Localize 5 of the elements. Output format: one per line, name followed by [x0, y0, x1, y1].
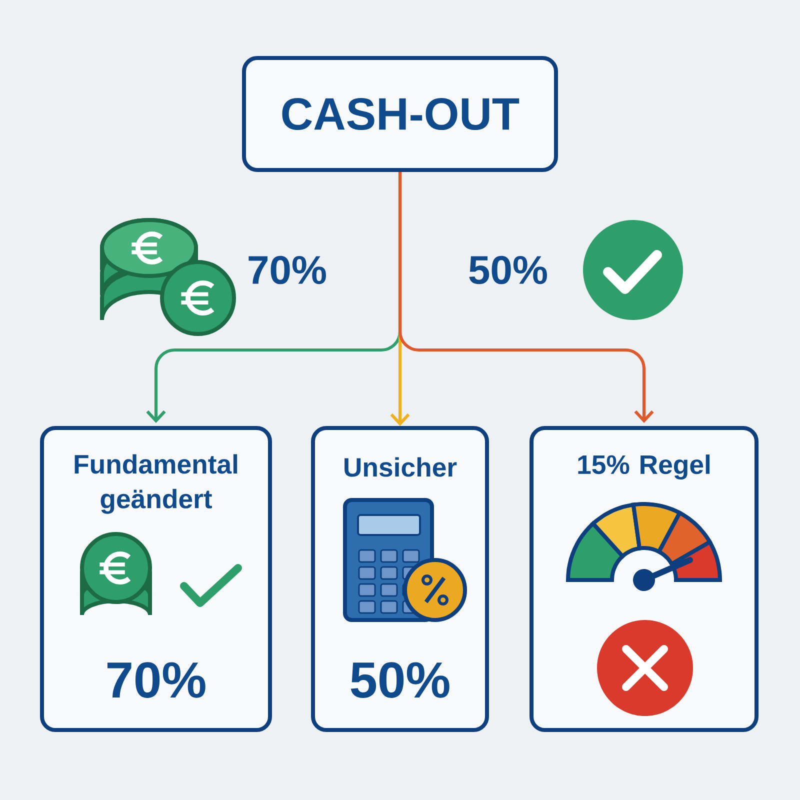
- percentage-label: 70%: [248, 256, 326, 284]
- arrow: [398, 172, 654, 423]
- option-card: Fundamental geändert 70%: [40, 426, 272, 732]
- percentage-label: 50%: [469, 256, 547, 284]
- title-box: CASH-OUT: [242, 56, 558, 172]
